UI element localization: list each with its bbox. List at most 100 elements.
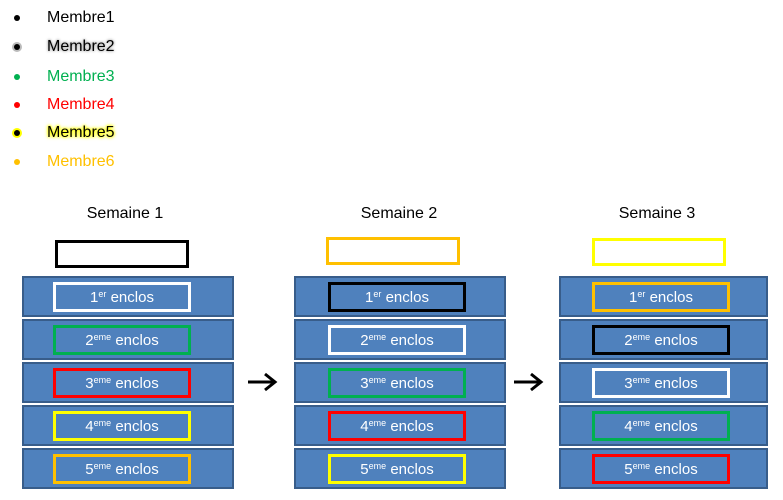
top-slot bbox=[592, 238, 726, 266]
pen-number: 2 bbox=[624, 331, 633, 349]
pen-number: 1 bbox=[90, 288, 99, 306]
legend-item: Membre2 bbox=[14, 37, 115, 57]
pen-label: enclos bbox=[654, 417, 698, 435]
pen-ordinal: eme bbox=[368, 332, 387, 342]
bullet-icon bbox=[14, 130, 20, 136]
pen-number: 2 bbox=[85, 331, 94, 349]
pen-label: enclos bbox=[390, 374, 434, 392]
pen-label: enclos bbox=[115, 331, 159, 349]
pen-ordinal: eme bbox=[93, 418, 112, 428]
legend-item: Membre3 bbox=[14, 67, 115, 87]
week-title: Semaine 3 bbox=[618, 205, 696, 222]
pen-ordinal: eme bbox=[632, 375, 651, 385]
week-title: Semaine 2 bbox=[360, 205, 438, 222]
pen-number: 3 bbox=[360, 374, 369, 392]
legend-label: Membre5 bbox=[47, 124, 115, 141]
legend-item: Membre4 bbox=[14, 95, 115, 115]
pen-ordinal: eme bbox=[93, 375, 112, 385]
legend-item: Membre6 bbox=[14, 152, 115, 172]
legend-label: Membre4 bbox=[47, 96, 115, 113]
pen-ordinal: eme bbox=[368, 375, 387, 385]
pen-label: enclos bbox=[390, 331, 434, 349]
pen-label: enclos bbox=[654, 331, 698, 349]
pen-label: enclos bbox=[115, 417, 159, 435]
pen-ordinal: eme bbox=[93, 461, 112, 471]
pen-label: enclos bbox=[115, 460, 159, 478]
pen-label: enclos bbox=[390, 417, 434, 435]
pen-label: enclos bbox=[654, 460, 698, 478]
pen-number: 2 bbox=[360, 331, 369, 349]
pen-number: 5 bbox=[85, 460, 94, 478]
top-slot bbox=[326, 237, 460, 265]
pen-ordinal: eme bbox=[632, 418, 651, 428]
pen-ordinal: er bbox=[637, 289, 646, 299]
pen-number: 3 bbox=[85, 374, 94, 392]
pen-ordinal: er bbox=[98, 289, 107, 299]
pen-ordinal: eme bbox=[632, 461, 651, 471]
legend-label: Membre1 bbox=[47, 9, 115, 26]
pen-ordinal: eme bbox=[368, 418, 387, 428]
pen-number: 3 bbox=[624, 374, 633, 392]
legend-item: Membre1 bbox=[14, 8, 115, 28]
top-slot bbox=[55, 240, 189, 268]
pen-label: enclos bbox=[110, 288, 154, 306]
right-arrow-icon bbox=[248, 372, 278, 392]
pen-number: 1 bbox=[629, 288, 638, 306]
pen-label: enclos bbox=[649, 288, 693, 306]
pen-ordinal: eme bbox=[93, 332, 112, 342]
legend-label: Membre6 bbox=[47, 153, 115, 170]
bullet-icon bbox=[14, 74, 20, 80]
bullet-icon bbox=[14, 15, 20, 21]
right-arrow-icon bbox=[514, 372, 544, 392]
pen-label: enclos bbox=[390, 460, 434, 478]
week-title: Semaine 1 bbox=[86, 205, 164, 222]
legend-label: Membre3 bbox=[47, 68, 115, 85]
pen-ordinal: eme bbox=[632, 332, 651, 342]
legend-item: Membre5 bbox=[14, 123, 115, 143]
pen-number: 4 bbox=[85, 417, 94, 435]
legend-label: Membre2 bbox=[47, 38, 115, 55]
pen-number: 4 bbox=[624, 417, 633, 435]
pen-number: 1 bbox=[365, 288, 374, 306]
pen-label: enclos bbox=[115, 374, 159, 392]
bullet-icon bbox=[14, 102, 20, 108]
pen-number: 4 bbox=[360, 417, 369, 435]
bullet-icon bbox=[14, 44, 20, 50]
pen-number: 5 bbox=[624, 460, 633, 478]
pen-label: enclos bbox=[654, 374, 698, 392]
pen-ordinal: er bbox=[373, 289, 382, 299]
pen-ordinal: eme bbox=[368, 461, 387, 471]
pen-number: 5 bbox=[360, 460, 369, 478]
bullet-icon bbox=[14, 159, 20, 165]
